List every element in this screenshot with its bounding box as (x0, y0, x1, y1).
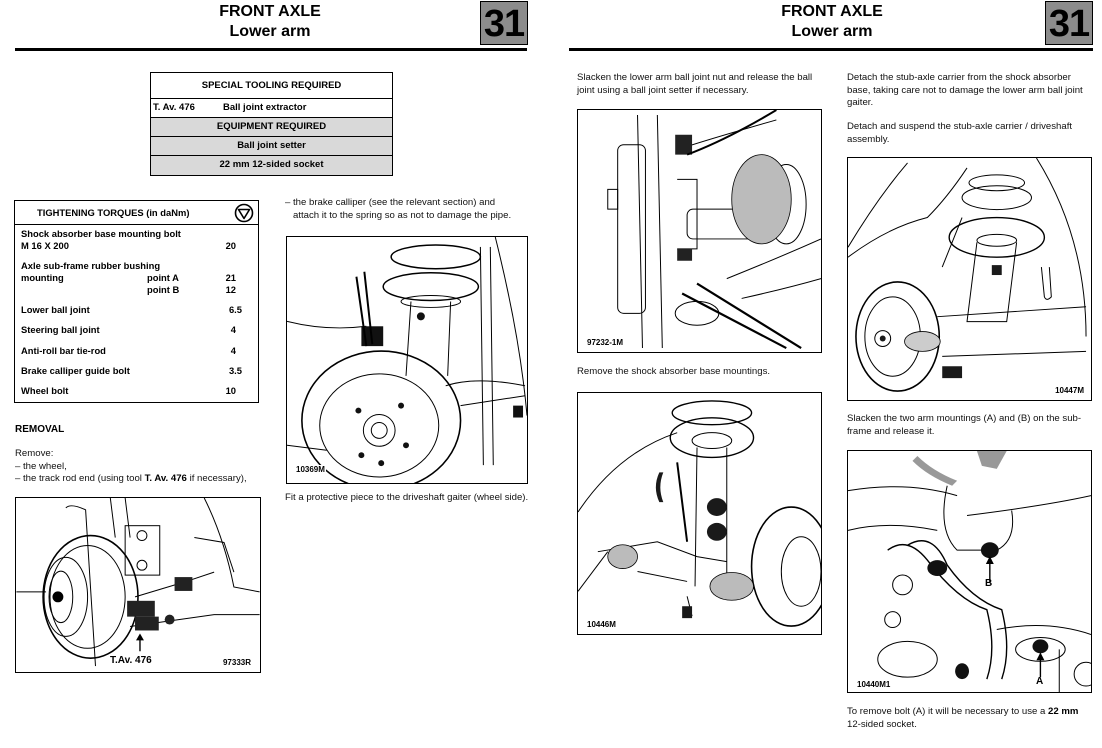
torque-value: 6.5 (228, 304, 242, 315)
section-title: FRONT AXLE (781, 3, 883, 20)
figure-97232-1M: 97232-1M (577, 109, 822, 353)
brake-calliper-instruction: – the brake calliper (see the relevant s… (285, 197, 535, 222)
mounting-a-callout: A (1036, 676, 1044, 687)
torque-wrench-symbol-icon (234, 203, 254, 223)
slacken-ball-joint-instruction: Slacken the lower arm ball joint nut and… (577, 72, 813, 96)
ball-joint-setter-illustration (607, 110, 821, 349)
torque-label: Steering ball joint (21, 324, 100, 335)
torque-point: point A (147, 272, 179, 283)
torque-label: Axle sub-frame rubber bushing (21, 260, 161, 271)
figure-10440M1: B A 10440M1 (847, 450, 1092, 693)
shock-absorber-base-illustration (578, 400, 821, 627)
torque-label: Shock absorber base mounting bolt (21, 228, 181, 239)
special-tooling-heading: SPECIAL TOOLING REQUIRED (151, 73, 392, 99)
header-rule (15, 48, 527, 51)
section-title: FRONT AXLE (219, 3, 321, 20)
figure-reference: 10369M (295, 465, 326, 474)
header-rule (569, 48, 1093, 51)
figure-10369M: 10369M (286, 236, 528, 484)
figure-reference: 97232-1M (586, 338, 625, 347)
page-header: FRONT AXLE Lower arm (170, 2, 370, 42)
socket-size: 22 mm (1048, 706, 1079, 717)
detach-carrier-instruction: Detach the stub-axle carrier from the sh… (847, 72, 1083, 108)
sub-frame-mountings-illustration (848, 451, 1091, 692)
torque-row: Wheel bolt 10 (21, 385, 252, 397)
torque-value: 4 (230, 345, 236, 356)
torque-value: 4 (230, 324, 236, 335)
torque-row: Anti-roll bar tie-rod 4 (21, 345, 252, 357)
torques-header: TIGHTENING TORQUES (in daNm) (15, 201, 258, 225)
torque-row: M 16 X 200 20 (21, 240, 252, 252)
text: – the track rod end (using tool (15, 473, 145, 484)
torque-label: M 16 X 200 (21, 240, 69, 251)
tightening-torques-table: TIGHTENING TORQUES (in daNm) Shock absor… (14, 200, 259, 403)
torque-row: Shock absorber base mounting bolt (21, 228, 252, 240)
special-tool-row: T. Av. 476 Ball joint extractor (151, 99, 392, 118)
figure-10447M: 10447M (847, 157, 1092, 401)
equipment-item: 22 mm 12-sided socket (151, 156, 392, 175)
equipment-item: Ball joint setter (151, 137, 392, 156)
brake-disc-strut-illustration (287, 237, 527, 483)
right-page: FRONT AXLE Lower arm 31 Slacken the lowe… (552, 0, 1102, 748)
figure-reference: 10447M (1054, 386, 1085, 395)
text: To remove bolt (A) it will be necessary … (847, 706, 1049, 717)
torque-row: Axle sub-frame rubber bushing (21, 260, 252, 272)
wheel-hub-extractor-illustration (16, 498, 260, 667)
text: 12-sided socket. (847, 718, 917, 730)
page-header: FRONT AXLE Lower arm (732, 2, 932, 42)
page-divider (540, 0, 555, 748)
torque-row: point B 12 (21, 284, 252, 296)
left-page: FRONT AXLE Lower arm 31 SPECIAL TOOLING … (0, 0, 540, 748)
removal-intro: Remove: (15, 448, 54, 459)
removal-item: – the brake calliper (see the relevant s… (285, 197, 496, 208)
removal-item: – the track rod end (using tool T. Av. 4… (15, 473, 275, 486)
torque-label: mounting (21, 272, 64, 283)
removal-item: – the wheel, (15, 460, 67, 472)
figure-reference: 10446M (586, 620, 617, 629)
torque-row: Brake calliper guide bolt 3.5 (21, 365, 252, 377)
tool-ref: T. Av. 476 (144, 473, 187, 484)
removal-instructions: Remove: – the wheel, – the track rod end… (15, 448, 275, 486)
figure-97333R: T.Av. 476 97333R (15, 497, 261, 673)
mounting-b-callout: B (985, 578, 993, 589)
section-subtitle: Lower arm (791, 23, 873, 40)
text: if necessary), (186, 473, 247, 484)
torque-label: Anti-roll bar tie-rod (21, 345, 106, 356)
torque-value: 10 (225, 385, 236, 396)
tool-callout: T.Av. 476 (110, 655, 152, 666)
torque-label: Lower ball joint (21, 304, 90, 315)
figure-reference: 97333R (221, 658, 252, 667)
removal-heading: REMOVAL (15, 424, 65, 435)
chapter-number-badge: 31 (480, 1, 528, 45)
torque-row: mounting point A 21 (21, 272, 252, 284)
slacken-arm-instruction: Slacken the two arm mountings (A) and (B… (847, 413, 1082, 437)
torque-value: 21 (225, 272, 236, 283)
equipment-heading: EQUIPMENT REQUIRED (151, 118, 392, 137)
torque-value: 3.5 (228, 365, 242, 376)
section-subtitle: Lower arm (229, 23, 311, 40)
removal-item-continued: attach it to the spring so as not to dam… (293, 209, 512, 221)
torque-label: Wheel bolt (21, 385, 69, 396)
bolt-a-instruction: To remove bolt (A) it will be necessary … (847, 706, 1097, 731)
torque-label: Brake calliper guide bolt (21, 365, 130, 376)
chapter-number-badge: 31 (1045, 1, 1093, 45)
tool-code: T. Av. 476 (153, 102, 195, 113)
torque-point: point B (147, 284, 180, 295)
remove-shock-instruction: Remove the shock absorber base mountings… (577, 366, 771, 377)
figure-reference: 10440M1 (856, 680, 892, 689)
protective-piece-instruction: Fit a protective piece to the driveshaft… (285, 492, 529, 503)
stub-axle-carrier-illustration (848, 158, 1087, 392)
tool-name: Ball joint extractor (223, 102, 307, 113)
torque-value: 20 (225, 240, 236, 251)
torque-row: Lower ball joint 6.5 (21, 304, 252, 316)
torques-heading: TIGHTENING TORQUES (in daNm) (37, 207, 190, 218)
figure-10446M: 10446M (577, 392, 822, 635)
torque-value: 12 (225, 284, 236, 295)
torque-row: Steering ball joint 4 (21, 324, 252, 336)
suspend-carrier-instruction: Detach and suspend the stub-axle carrier… (847, 121, 1073, 145)
